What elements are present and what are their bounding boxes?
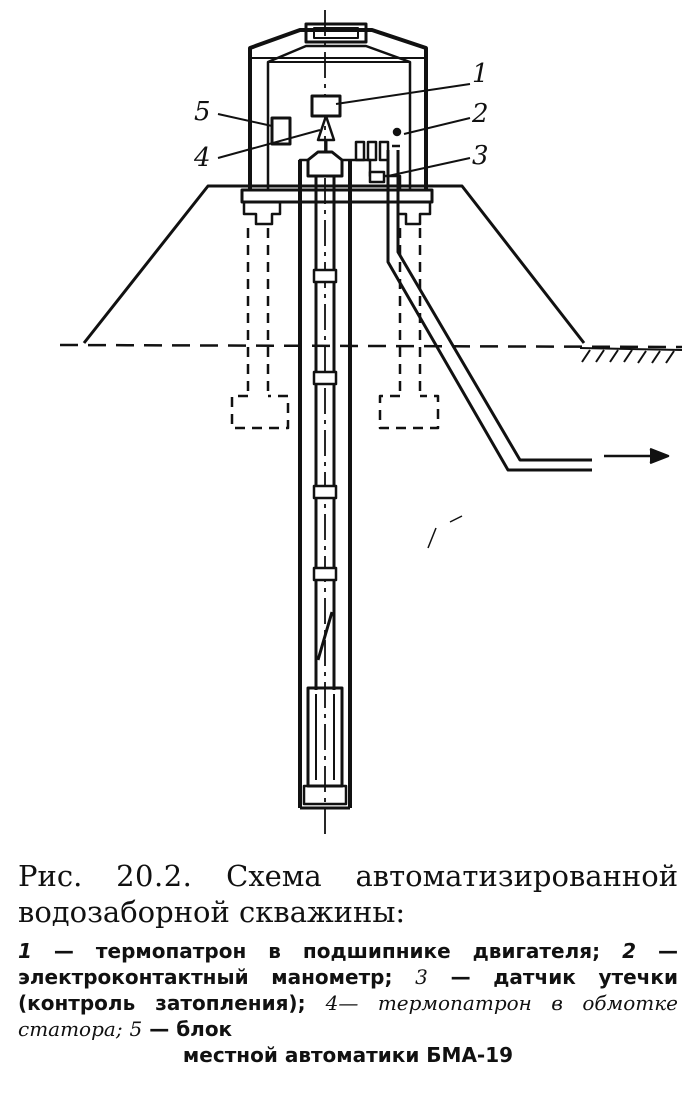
caption-prefix: Рис. [18,859,83,893]
leader-lines [217,83,471,177]
leak-sensor [368,170,386,184]
well-diagram: 1 2 3 4 5 [59,10,683,835]
ground-level-line [59,343,683,349]
callout-2: 2 [471,99,489,129]
callout-5: 5 [194,97,211,127]
flow-arrow [604,447,670,465]
automation-block [270,116,292,146]
legend-item-3: 3 — датчик утечки (контроль затопления); [18,965,678,1015]
wellhead [306,94,344,178]
legend-item-4: 4— термопатрон в обмотке статора; [18,991,678,1041]
print-speck [427,515,463,549]
manometer [354,127,402,162]
caption-title-line: Рис. 20.2. Схема автоматизированной водо… [18,858,678,930]
well-casing [298,160,352,810]
discharge-pipe [386,150,592,472]
callout-4: 4 [193,143,211,173]
callout-1: 1 [472,59,489,89]
foundation-right [378,228,440,430]
legend-item-5: 5 — блок [129,1017,233,1041]
callout-3: 3 [472,141,489,171]
pump-column [312,172,338,690]
figure-caption: Рис. 20.2. Схема автоматизированной водо… [18,858,678,1068]
legend-last-line: местной автоматики БМА-19 [182,1043,514,1067]
caption-title: Схема автоматизированной водозаборной ск… [18,859,679,929]
submersible-pump [306,686,344,788]
foundation-left [230,228,290,430]
legend-item-2: 2 — электроконтактный манометр; [18,939,678,989]
legend: 1 — термопатрон в подшипнике двигателя; … [18,938,678,1068]
caption-number: 20.2. [116,859,193,893]
legend-item-1: 1 — термопатрон в подшипнике двигателя; [18,939,601,963]
ground-hatching [579,347,683,364]
